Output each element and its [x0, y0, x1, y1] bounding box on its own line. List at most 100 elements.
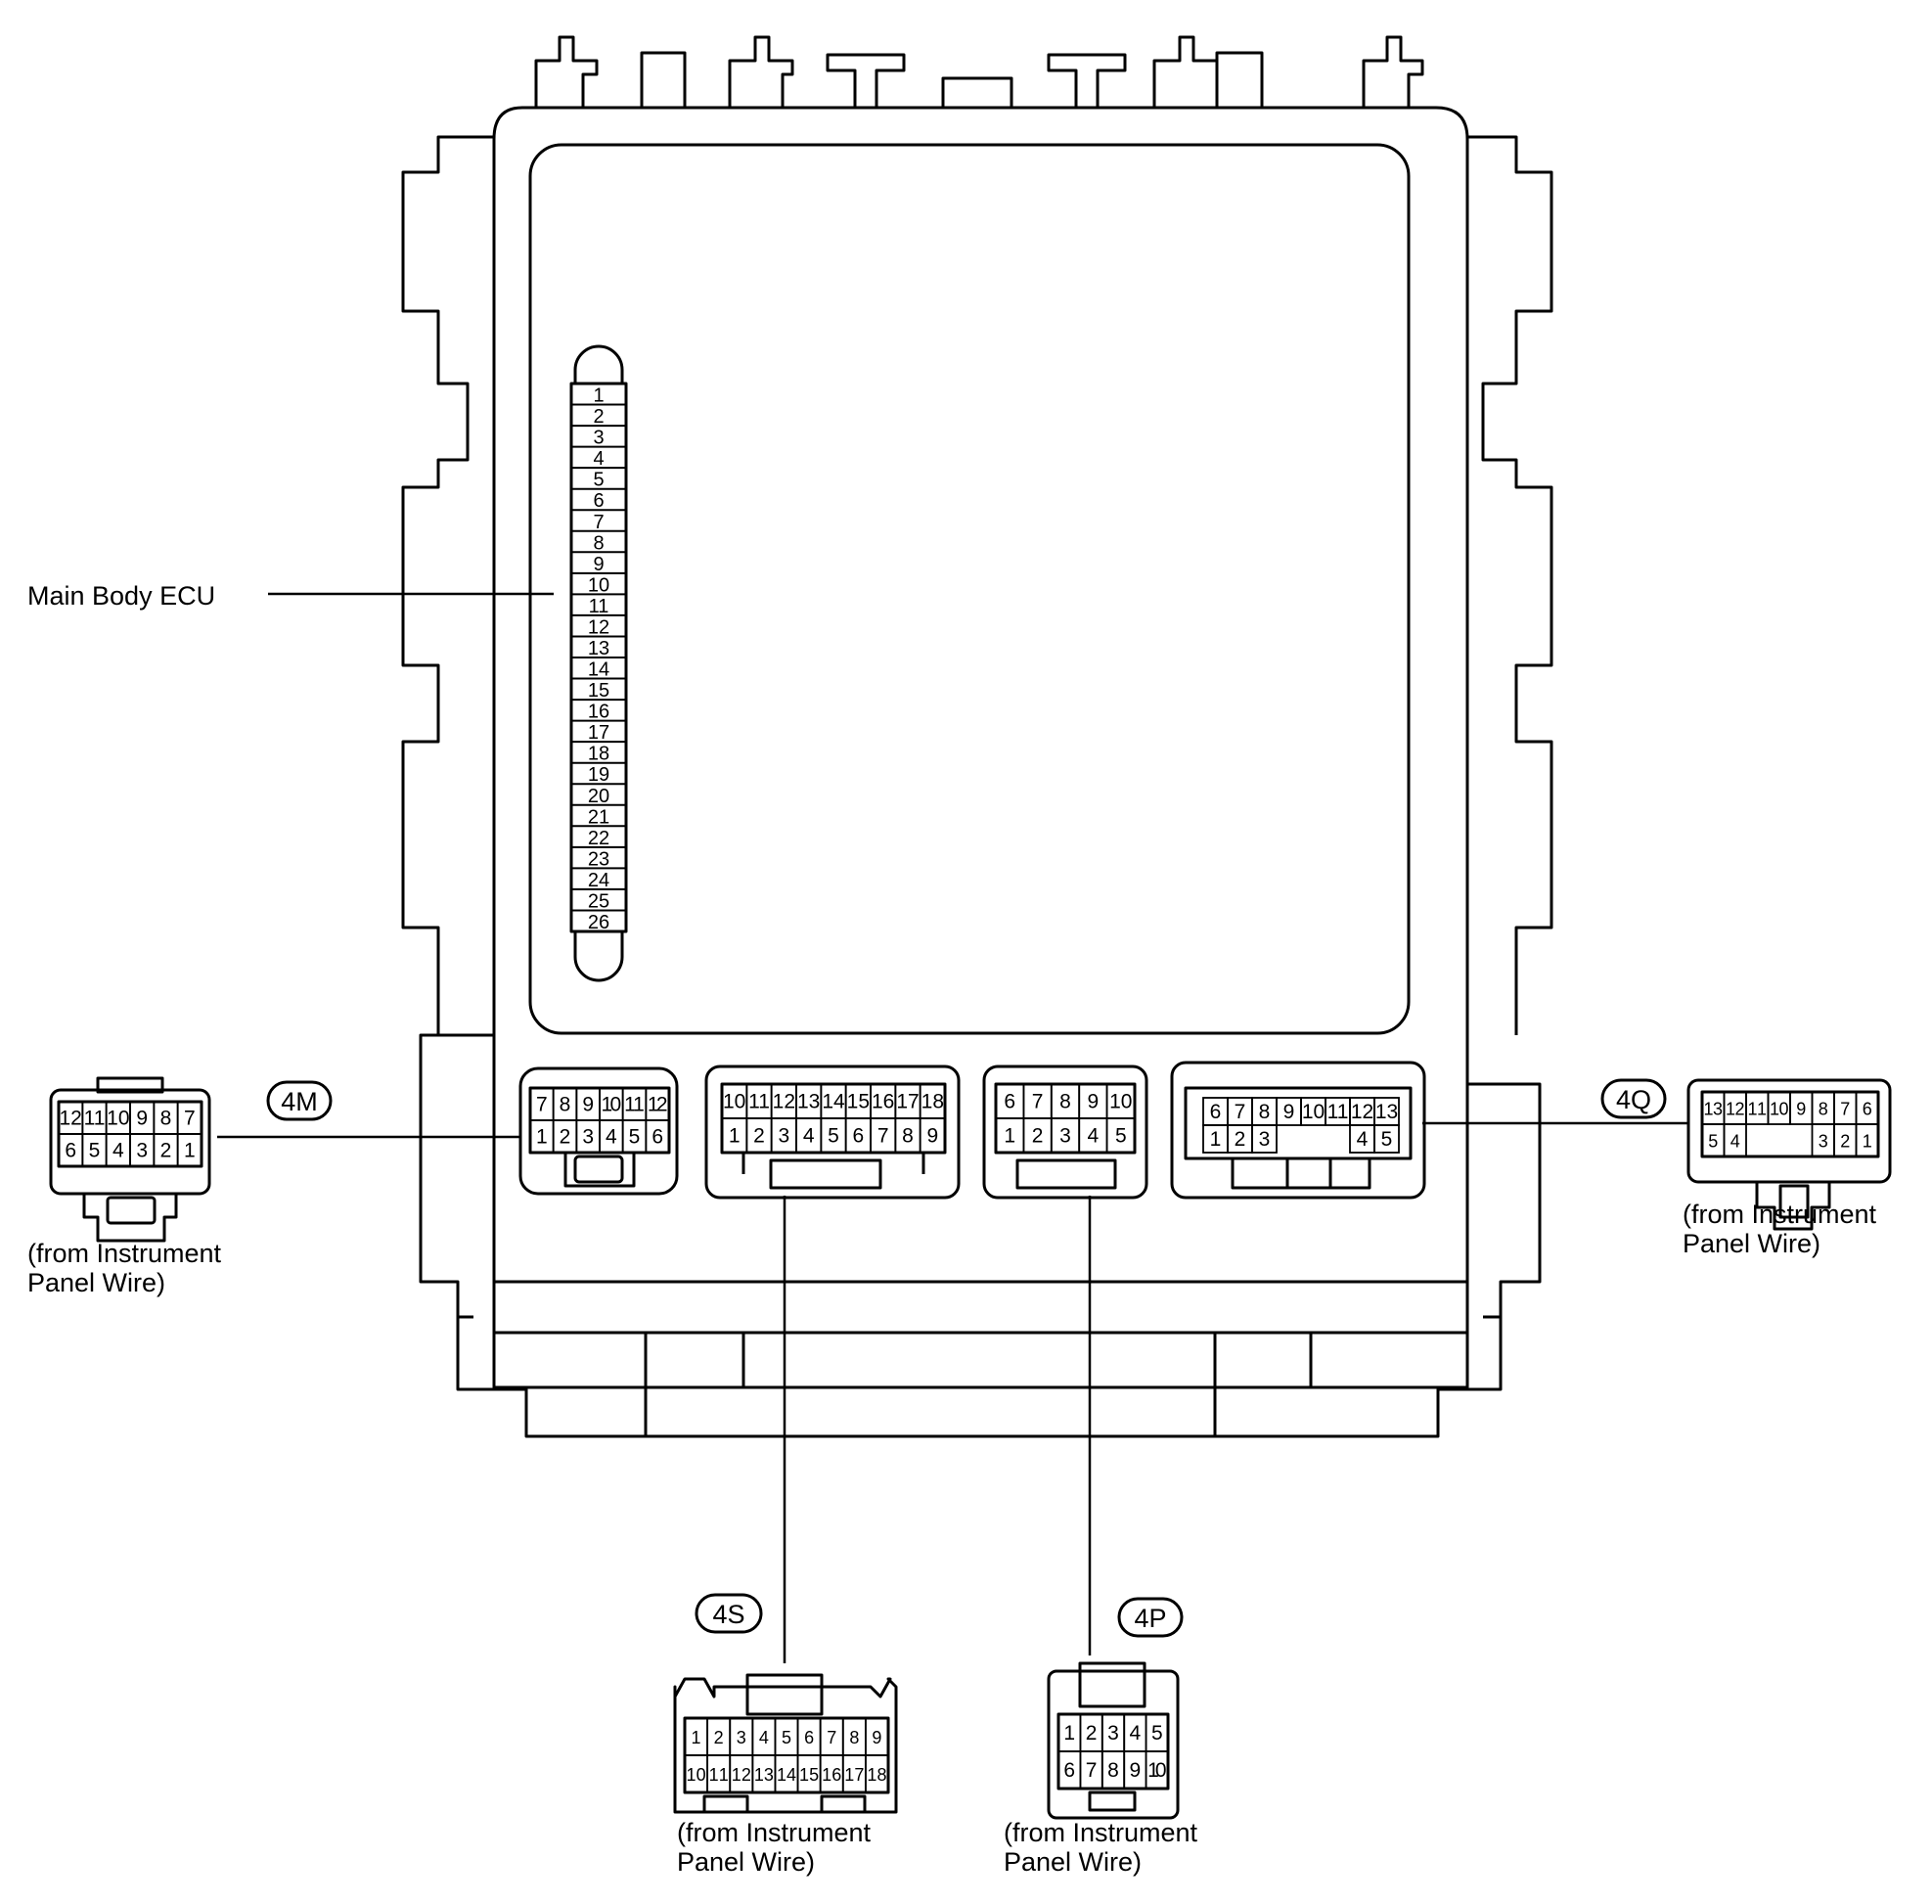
ecu-4M-pin: 5 [629, 1126, 641, 1149]
fuse-number: 14 [588, 659, 609, 681]
ecu-right-side-tabs [1467, 135, 1553, 1319]
plug-4M-pin: 1 [184, 1140, 196, 1162]
ecu-4S-pin: 5 [828, 1125, 839, 1148]
ecu-4S-pin: 2 [753, 1125, 765, 1148]
ecu-4M-pin: 3 [582, 1126, 594, 1149]
fuse-number: 9 [593, 554, 604, 575]
ecu-4P-pin: 9 [1088, 1091, 1100, 1113]
plug-4Q-pin-cell [1723, 1123, 1747, 1157]
ecu-4P-pin: 2 [1032, 1125, 1044, 1148]
caption-4Q-line2: Panel Wire) [1683, 1229, 1820, 1258]
ecu-4Q-pin: 10 [1302, 1101, 1325, 1123]
ecu-4Q-pin: 7 [1235, 1101, 1246, 1123]
plug-4Q-pin: 5 [1708, 1132, 1718, 1152]
fuse-number: 17 [588, 722, 609, 744]
plug-4S-pin: 14 [777, 1765, 796, 1785]
ecu-connector-4Q-housing [1170, 1061, 1426, 1200]
ecu-4S-pin: 9 [926, 1125, 938, 1148]
fuse-number: 25 [588, 890, 609, 912]
plug-4S-pin: 11 [709, 1765, 729, 1785]
ecu-4S-pin: 3 [778, 1125, 789, 1148]
plug-4Q-pin: 4 [1730, 1132, 1740, 1152]
fuse-number: 2 [593, 406, 604, 428]
ecu-4P-pin: 6 [1004, 1091, 1015, 1113]
ecu-4Q-pin: 9 [1283, 1101, 1295, 1123]
fuse-number: 10 [588, 574, 609, 596]
ecu-4S-pin: 6 [852, 1125, 864, 1148]
ecu-housing [492, 106, 1469, 1389]
plug-4P-pin-cell [1145, 1750, 1169, 1790]
fuse-numbers: 1234567891011121314151617181920212223242… [571, 385, 626, 933]
fuse-number: 19 [588, 764, 609, 786]
ecu-4M-pin: 6 [651, 1126, 663, 1149]
plug-4Q-pin: 1 [1863, 1132, 1872, 1152]
plug-4M-pin: 6 [65, 1140, 76, 1162]
plug-4M-pin-cell [176, 1133, 202, 1167]
plug-4P-pin: 8 [1107, 1759, 1119, 1782]
connector-tag-4P: 4P [1134, 1604, 1166, 1633]
ecu-4S-pin: 11 [748, 1091, 770, 1113]
connector-tag-4Q: 4Q [1616, 1085, 1651, 1114]
ecu-4Q-pin-cell [1251, 1124, 1278, 1154]
plug-4M-pin: 5 [89, 1140, 101, 1162]
fuse-number: 1 [593, 385, 604, 407]
plug-4S-pin: 6 [804, 1728, 814, 1747]
connector-tag-4M: 4M [281, 1087, 318, 1116]
plug-4S-pin: 9 [872, 1728, 881, 1747]
fuse-number: 23 [588, 848, 609, 870]
ecu-4M-pin: 11 [624, 1094, 645, 1116]
plug-4P-pin: 7 [1086, 1759, 1098, 1782]
plug-4S-pin: 15 [799, 1765, 819, 1785]
plug-4Q-pin: 11 [1748, 1100, 1768, 1119]
plug-4M-pin: 10 [107, 1108, 129, 1130]
plug-4P-pin: 5 [1151, 1722, 1163, 1745]
plug-4Q-pin: 9 [1796, 1100, 1806, 1119]
plug-4S-pin-cell [864, 1754, 889, 1793]
ecu-4P-pin-cell [1105, 1117, 1136, 1154]
ecu-4Q-pin: 6 [1210, 1101, 1222, 1123]
plug-4S-pin: 18 [867, 1765, 886, 1785]
fuse-number: 8 [593, 532, 604, 554]
ecu-4S-pin: 16 [872, 1091, 894, 1113]
plug-4S-pin: 7 [827, 1728, 836, 1747]
ecu-bottom-frame [456, 1280, 1503, 1438]
connector-tag-4S: 4S [712, 1600, 744, 1629]
caption-4Q-line1: (from Instrument [1683, 1200, 1877, 1229]
plug-4S-pin: 12 [732, 1765, 751, 1785]
caption-4S-line1: (from Instrument [677, 1818, 872, 1847]
ecu-4S-pin: 10 [723, 1091, 745, 1113]
fuse-number: 13 [588, 638, 609, 659]
fuse-number: 16 [588, 702, 609, 723]
fuse-number: 18 [588, 744, 609, 765]
ecu-4S-pin: 7 [877, 1125, 889, 1148]
plug-4Q-pin: 2 [1840, 1132, 1850, 1152]
main-body-ecu-label: Main Body ECU [27, 581, 215, 611]
plug-4S-pin: 1 [692, 1728, 701, 1747]
fuse-number: 12 [588, 616, 609, 638]
ecu-4S-pin: 18 [921, 1091, 944, 1113]
plug-4P-pin: 1 [1063, 1722, 1075, 1745]
plug-4S-pin: 2 [714, 1728, 724, 1747]
plug-4P-pin: 2 [1086, 1722, 1098, 1745]
ecu-4M-pin: 12 [648, 1094, 668, 1116]
plug-4M-pin: 12 [59, 1108, 81, 1130]
plug-4Q-pin-cell [1855, 1123, 1879, 1157]
ecu-4P-pin: 3 [1059, 1125, 1071, 1148]
plug-4S-pin: 17 [844, 1765, 864, 1785]
caption-4M-line2: Panel Wire) [27, 1268, 165, 1297]
plug-4M-pin: 2 [160, 1140, 172, 1162]
plug-4S-pin: 8 [849, 1728, 859, 1747]
plug-4Q-pin: 12 [1726, 1100, 1745, 1119]
fuse-number: 4 [593, 448, 604, 470]
ecu-4Q-pin: 5 [1381, 1128, 1393, 1151]
leader-lines [217, 592, 1688, 1663]
ecu-4S-pin: 15 [847, 1091, 870, 1113]
fuse-number: 6 [593, 490, 604, 512]
fuse-number: 24 [588, 870, 609, 891]
fuse-number: 22 [588, 828, 609, 849]
plug-4P-pin: 6 [1063, 1759, 1075, 1782]
ecu-4Q-pin: 13 [1375, 1101, 1398, 1123]
ecu-4P-pin: 1 [1004, 1125, 1015, 1148]
